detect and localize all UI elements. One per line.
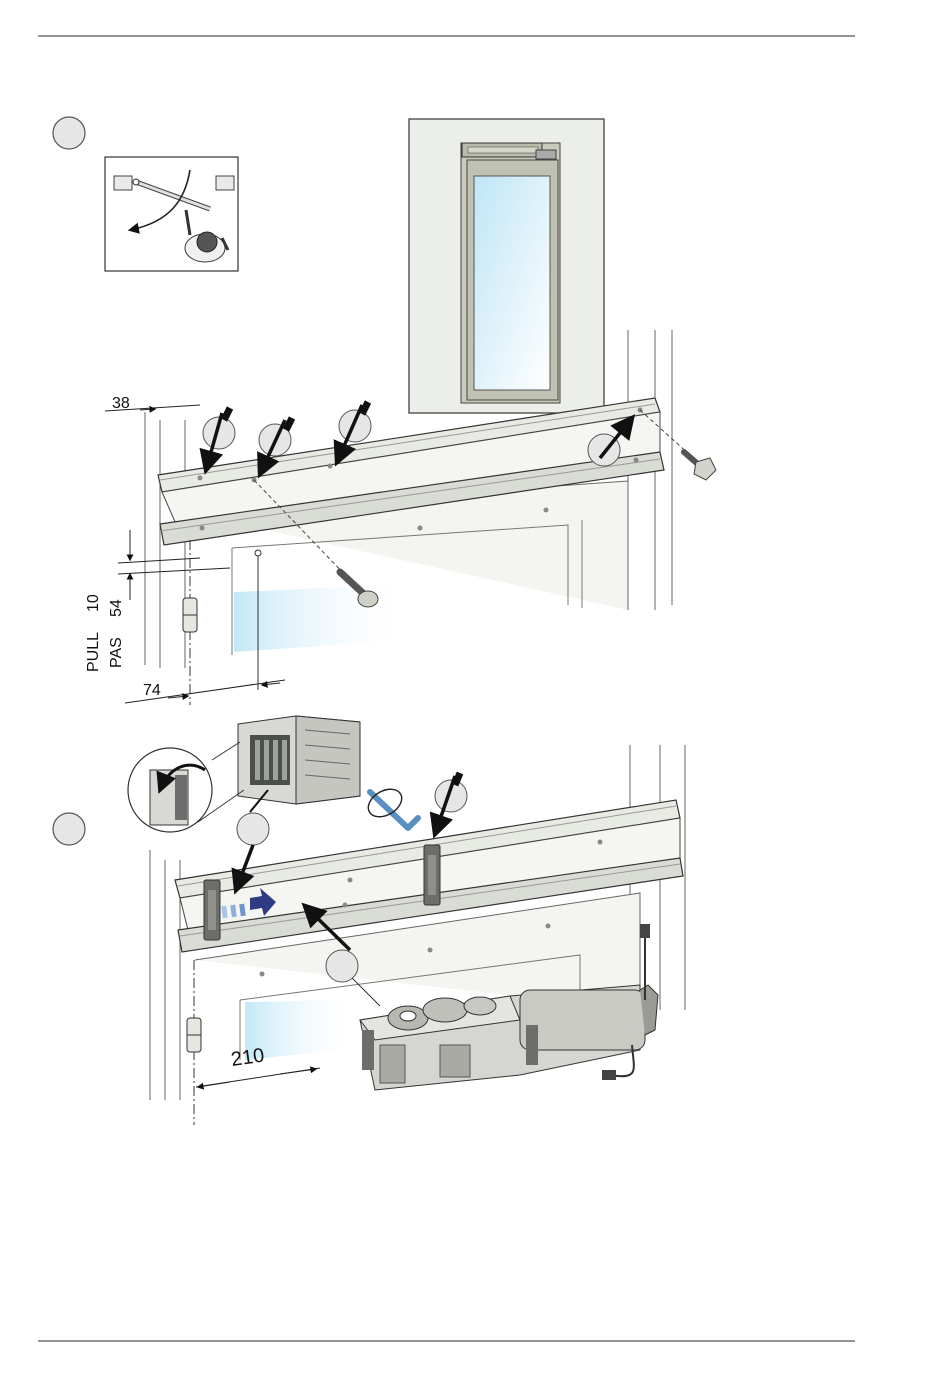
dimension-74: 74 bbox=[143, 682, 161, 699]
pas-label: PAS bbox=[108, 637, 125, 668]
bracket-left bbox=[204, 880, 220, 940]
detail-magnifier bbox=[128, 742, 244, 832]
hinge-2 bbox=[187, 960, 201, 1125]
dimension-38: 38 bbox=[112, 395, 130, 412]
pull-value: 10 bbox=[85, 594, 102, 612]
bracket-right bbox=[424, 845, 440, 905]
allen-key bbox=[363, 784, 418, 828]
pull-side-inset bbox=[105, 157, 238, 271]
step-circle-1 bbox=[53, 117, 85, 149]
dimension-lines-2 bbox=[196, 1068, 320, 1087]
step-circle-2 bbox=[53, 813, 85, 845]
pull-label: PULL bbox=[85, 632, 102, 672]
dimension-210: 210 bbox=[230, 1045, 266, 1071]
pas-value: 54 bbox=[108, 599, 125, 617]
control-unit bbox=[238, 716, 360, 804]
door-elevation bbox=[409, 119, 604, 413]
